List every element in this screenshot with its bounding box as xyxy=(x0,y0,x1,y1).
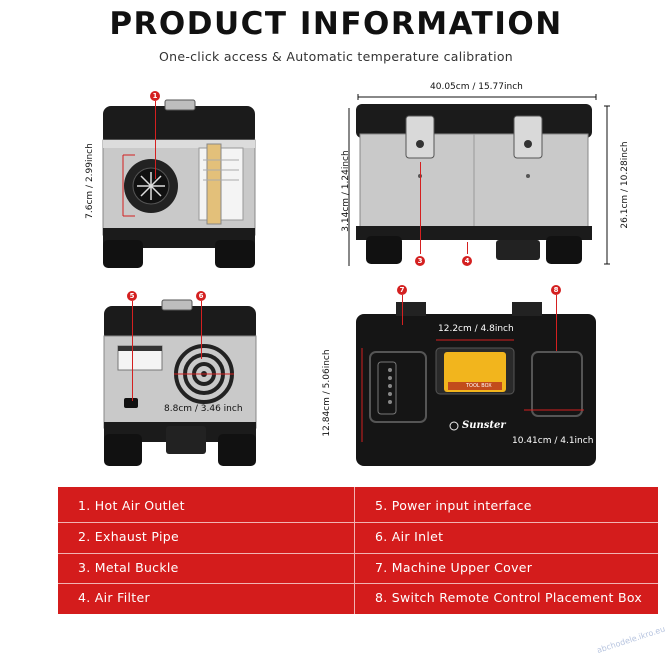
legend-item-3: 3. Metal Buckle xyxy=(78,560,179,575)
legend-item-4: 4. Air Filter xyxy=(78,590,150,605)
legend-divider xyxy=(58,553,658,554)
leader-3 xyxy=(420,162,421,254)
legend-item-1: 1. Hot Air Outlet xyxy=(78,498,185,513)
legend-item-7: 7. Machine Upper Cover xyxy=(375,560,533,575)
dim-cover-height: 12.84cm / 5.06inch xyxy=(322,349,332,437)
leader-8 xyxy=(556,295,557,351)
legend-divider-vertical xyxy=(354,487,355,614)
marker-7: 7 xyxy=(397,285,407,295)
legend-item-8: 8. Switch Remote Control Placement Box xyxy=(375,590,643,605)
legend-divider xyxy=(58,522,658,523)
leader-4 xyxy=(467,242,468,254)
legend-divider xyxy=(58,583,658,584)
front-view-buckles xyxy=(356,104,592,264)
legend-item-2: 2. Exhaust Pipe xyxy=(78,529,179,544)
legend-table: 1. Hot Air Outlet 2. Exhaust Pipe 3. Met… xyxy=(58,487,658,614)
brand-label: Sunster xyxy=(462,420,506,431)
dim-line-height-right xyxy=(604,105,610,265)
leader-6 xyxy=(201,301,202,359)
marker-3: 3 xyxy=(415,256,425,266)
top-view-cover xyxy=(356,302,596,466)
handle-label: TOOL BOX xyxy=(466,383,492,389)
dim-inlet-diameter: 8.8cm / 3.46 inch xyxy=(164,404,243,414)
page-title: PRODUCT INFORMATION xyxy=(109,6,563,42)
dim-line-width xyxy=(357,94,597,100)
dim-remote-box-width: 10.41cm / 4.1inch xyxy=(512,436,594,446)
marker-4: 4 xyxy=(462,256,472,266)
side-view-outlet xyxy=(102,99,256,268)
side-view-inlet xyxy=(103,299,257,466)
dim-handle-width: 12.2cm / 4.8inch xyxy=(438,324,514,334)
legend-item-5: 5. Power input interface xyxy=(375,498,532,513)
watermark: abchodele.ikro.eu xyxy=(595,624,666,655)
dim-outlet-height: 7.6cm / 2.99inch xyxy=(85,143,95,219)
leader-7 xyxy=(402,295,403,325)
dim-line-buckle xyxy=(348,108,350,266)
leader-1 xyxy=(155,101,156,179)
marker-6: 6 xyxy=(196,291,206,301)
marker-8: 8 xyxy=(551,285,561,295)
legend-item-6: 6. Air Inlet xyxy=(375,529,444,544)
marker-5: 5 xyxy=(127,291,137,301)
dim-height-right: 26.1cm / 10.28inch xyxy=(620,141,630,229)
dim-buckle-height: 3.14cm / 1.24inch xyxy=(341,150,351,232)
page-subtitle: One-click access & Automatic temperature… xyxy=(158,49,514,64)
dim-width-top: 40.05cm / 15.77inch xyxy=(430,82,523,92)
marker-1: 1 xyxy=(150,91,160,101)
leader-5 xyxy=(132,301,133,401)
